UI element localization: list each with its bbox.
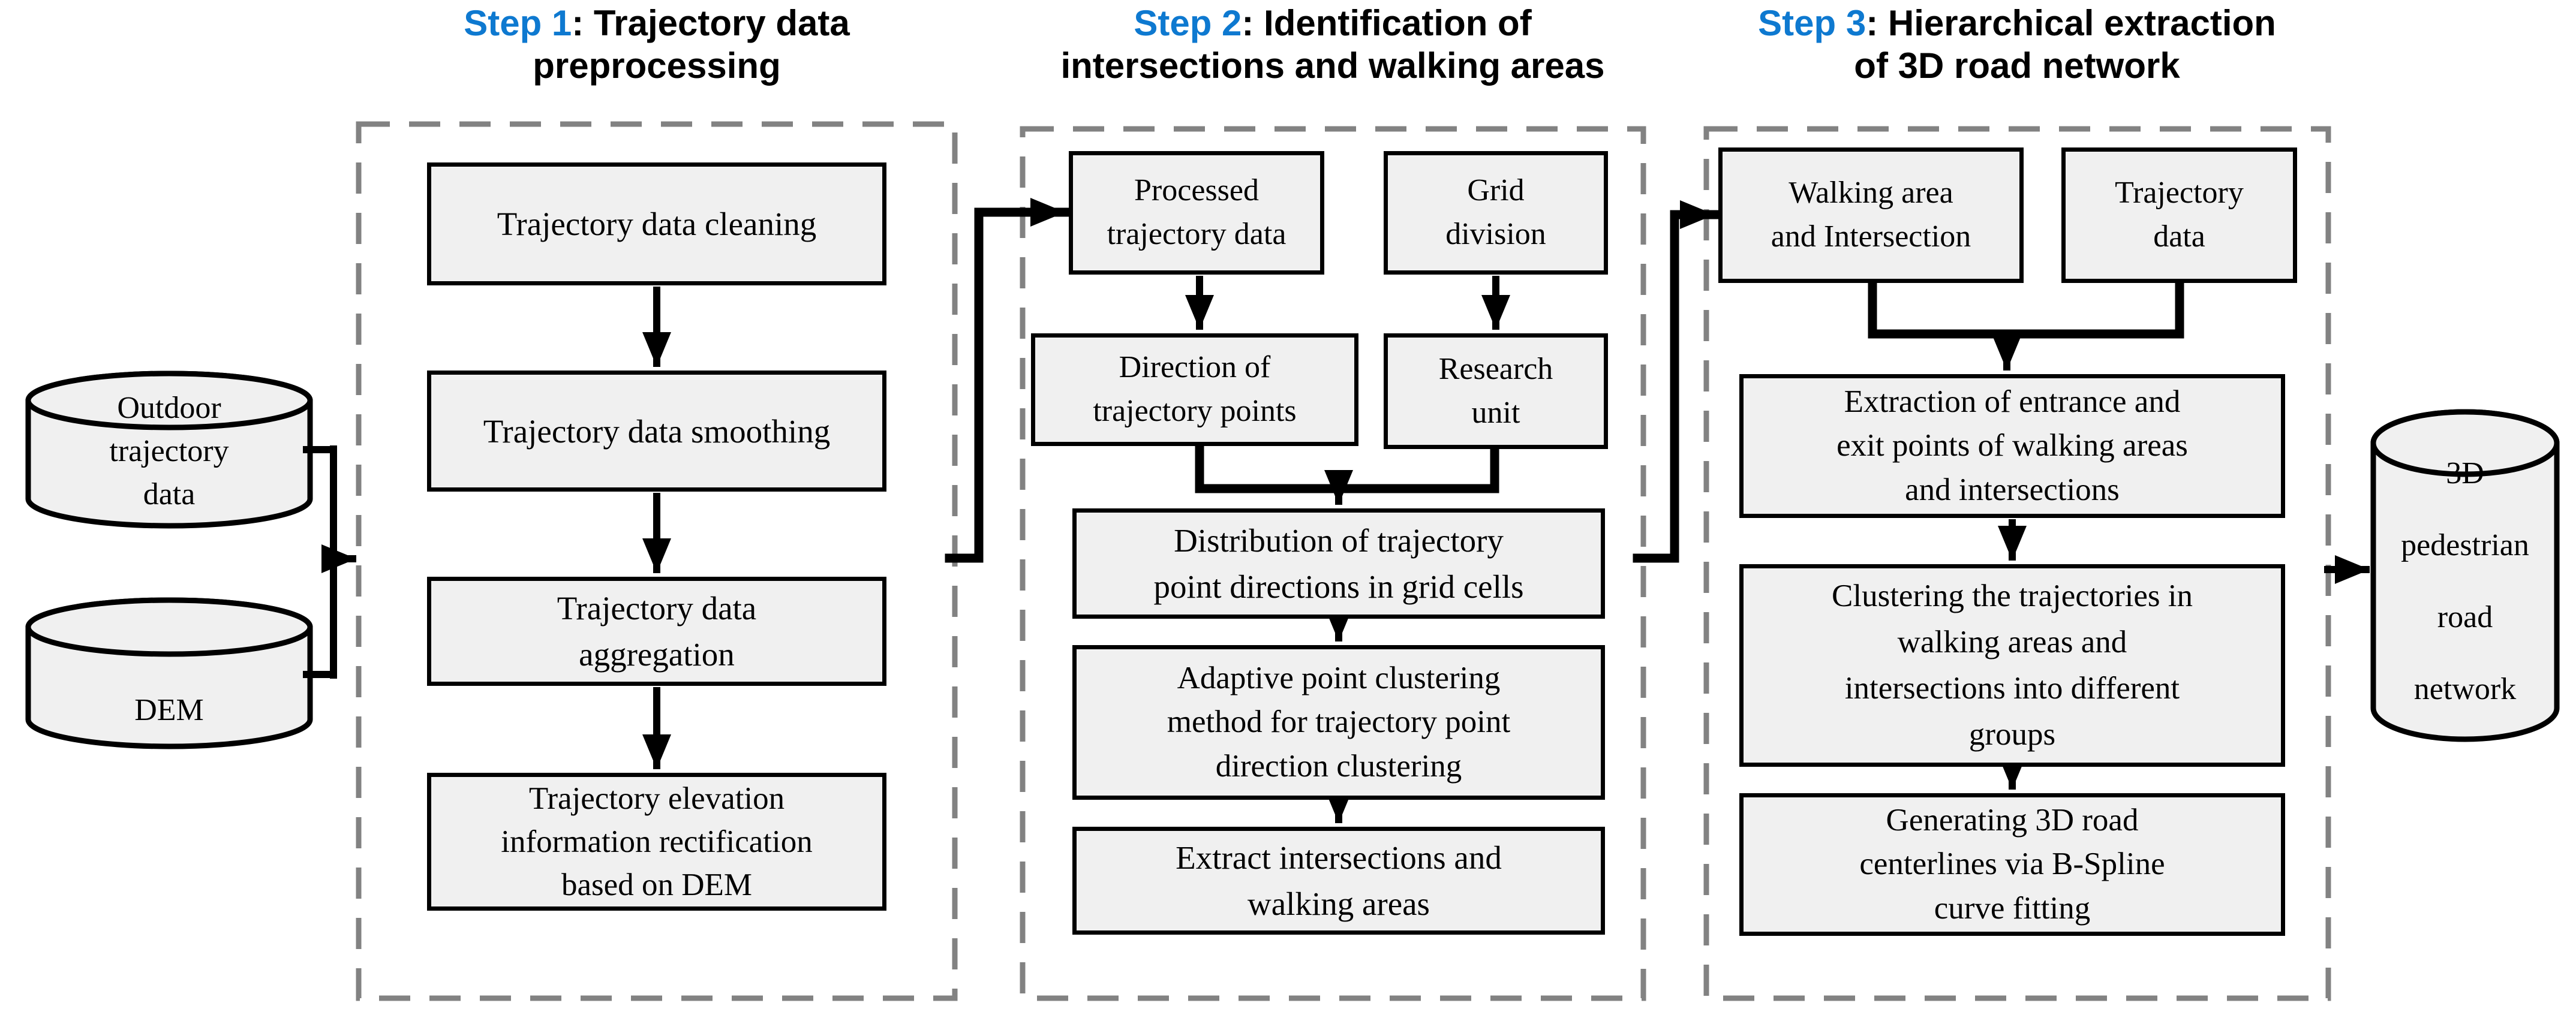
flow-box-trajectory-data-smoothing: Trajectory data smoothing [427,371,886,492]
step3-header-line2: of 3D road network [1854,45,2180,86]
step2-header: Step 2: Identification of intersections … [964,2,1702,88]
flow-box-processed-trajectory-data: Processed trajectory data [1069,151,1324,275]
dem-cylinder-icon [25,597,313,749]
flow-box-extract-intersections: Extract intersections and walking areas [1072,827,1605,935]
flow-box-research-unit: Research unit [1384,333,1608,449]
output-3d-network-cylinder-icon [2370,409,2560,742]
step2-flow-arrows [1185,276,1510,823]
flow-box-direction-of-trajectory-points: Direction of trajectory points [1031,333,1358,446]
step1-to-step2-connector [945,198,1070,563]
flow-box-grid-division: Grid division [1384,151,1608,275]
step3-label: Step 3 [1758,3,1866,43]
flow-box-elevation-rectification: Trajectory elevation information rectifi… [427,773,886,911]
step2-header-line1: Step 2: Identification of [1134,3,1532,43]
step2-to-step3-connector [1633,200,1720,563]
flow-box-trajectory-data: Trajectory data [2061,147,2297,283]
step1-label: Step 1 [464,3,572,43]
outdoor-trajectory-data-cylinder-icon [25,371,313,529]
step3-dashed-container [1703,126,2331,1001]
flow-box-trajectory-data-aggregation: Trajectory data aggregation [427,577,886,686]
step2-header-line2: intersections and walking areas [1060,45,1605,86]
flow-box-adaptive-point-clustering: Adaptive point clustering method for tra… [1072,645,1605,800]
step1-header-line1: Step 1: Trajectory data [464,3,850,43]
step2-label: Step 2 [1134,3,1242,43]
step3-flow-arrows [1868,279,2184,790]
flow-box-distribution-of-directions: Distribution of trajectory point directi… [1072,508,1605,619]
step2-dashed-container [1020,126,1646,1001]
outdoor-trajectory-data-label: Outdoor trajectory data [109,391,229,511]
flow-box-extraction-entrance-exit-points: Extraction of entrance and exit points o… [1739,374,2285,518]
flow-box-generating-3d-centerlines: Generating 3D road centerlines via B-Spl… [1739,793,2285,936]
flow-box-trajectory-data-cleaning: Trajectory data cleaning [427,162,886,285]
flow-box-walking-area-and-intersection: Walking area and Intersection [1718,147,2024,283]
step1-header-line2: preprocessing [533,45,781,86]
flow-box-clustering-trajectories: Clustering the trajectories in walking a… [1739,564,2285,767]
output-3d-pedestrian-road-network-label: 3D pedestrian road network [2401,456,2529,706]
input-merge-connector [303,445,356,679]
step3-header-line1: Step 3: Hierarchical extraction [1758,3,2276,43]
step3-header: Step 3: Hierarchical extraction of 3D ro… [1648,2,2386,88]
dem-label: DEM [134,693,204,728]
step1-header: Step 1: Trajectory data preprocessing [288,2,1026,88]
